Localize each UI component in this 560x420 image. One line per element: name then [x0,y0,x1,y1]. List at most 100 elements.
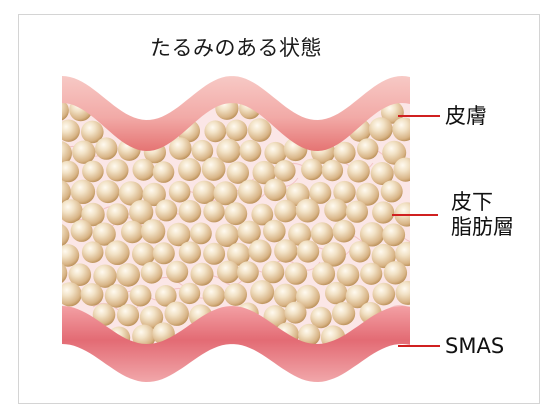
skin-label: 皮膚 [445,104,487,128]
fat-cell [345,284,370,309]
fat-cell [295,284,320,309]
fat-cell [247,118,272,142]
fat-cell [356,182,380,206]
fat-cell [121,220,144,244]
fat-cell [68,263,92,287]
fat-cell [380,180,403,203]
fat-cell [284,301,307,324]
fat-cell [288,222,312,246]
fat-cell [382,140,407,165]
fat-cell [215,223,239,247]
fat-cell [140,219,166,244]
fat-cell [274,199,297,223]
fat-cell [116,304,140,327]
fat-cell [72,140,96,164]
fat-cell [62,179,71,205]
fat-cell [142,182,166,207]
fat-cell [92,222,116,246]
fat-cell [370,162,394,185]
fat-cell [155,199,178,222]
fat-cell [104,284,129,308]
fat-cell [347,159,370,183]
fat-cell [62,119,80,142]
fat-cell [62,160,79,183]
fat-cell [178,282,201,305]
fat-cell [237,220,261,244]
fat-cell [264,141,287,165]
fat-cell [261,260,285,284]
fat-cell [62,223,70,248]
fat-cell [166,222,191,247]
fat-cell [155,285,177,307]
fat-cell [252,160,276,185]
fat-cell [132,242,156,266]
fat-cell [62,101,69,122]
fat-cell [225,119,248,142]
fat-cell [178,241,201,264]
fat-cell [81,202,105,227]
fat-cell [62,261,68,285]
fat-cell [333,141,356,164]
fat-cell [284,262,308,285]
fat-cell [203,242,226,265]
fat-cell [70,219,93,242]
fat-cell [164,301,189,326]
fat-cell [204,120,227,143]
fat-cell [393,157,410,182]
fat-cell [80,283,104,306]
fat-cell [132,158,155,181]
fat-cell [168,180,191,203]
fat-cell [263,178,287,202]
fat-cell [345,200,368,223]
fat-cell [263,219,286,243]
fat-cell [251,203,274,226]
fat-cell [383,261,408,285]
fat-cell [129,200,154,225]
fat-cell [371,243,396,269]
fat-cell [140,261,163,284]
fat-cell [81,241,104,263]
fat-cell [332,219,356,243]
fat-cell [226,242,250,266]
fat-cell [224,202,248,226]
fat-cell [201,157,226,181]
fat-cell [192,180,217,204]
fat-cell [191,139,214,162]
smas-label: SMAS [445,334,505,358]
fat-cell [190,222,212,245]
fat-cell [359,222,385,247]
fat-cell [105,240,130,265]
fat-cell [325,281,348,305]
fat-cell [274,239,298,263]
fat-cell [169,137,192,160]
fat-cell [92,303,116,327]
fat-cell [309,181,332,204]
fat-cell [70,179,96,204]
fat-cell [295,198,320,223]
fat-cell [237,261,259,284]
fat-cell [226,161,249,184]
fat-cell [216,138,241,163]
fat-layer-label-line1: 皮下 [451,190,493,214]
fat-cell [349,241,371,263]
fat-cell [395,241,410,267]
fat-cell [62,244,80,267]
fat-cell [190,262,214,286]
diagram-title: たるみのある状態 [150,36,322,60]
skin-layer [62,76,410,151]
fat-cell [82,160,104,183]
fat-cell [106,159,129,182]
fat-cell [333,180,356,204]
fat-cell [178,158,201,181]
fat-cell [239,139,262,162]
fat-cell [250,280,275,305]
fat-cell [332,302,356,326]
fat-cell [202,284,225,307]
fat-cell [152,242,175,265]
fat-cell [166,260,189,283]
fat-cell [392,117,410,142]
fat-cell [237,179,263,204]
fat-cell [178,200,202,223]
fat-cell [62,282,82,307]
fat-cell [213,181,238,206]
